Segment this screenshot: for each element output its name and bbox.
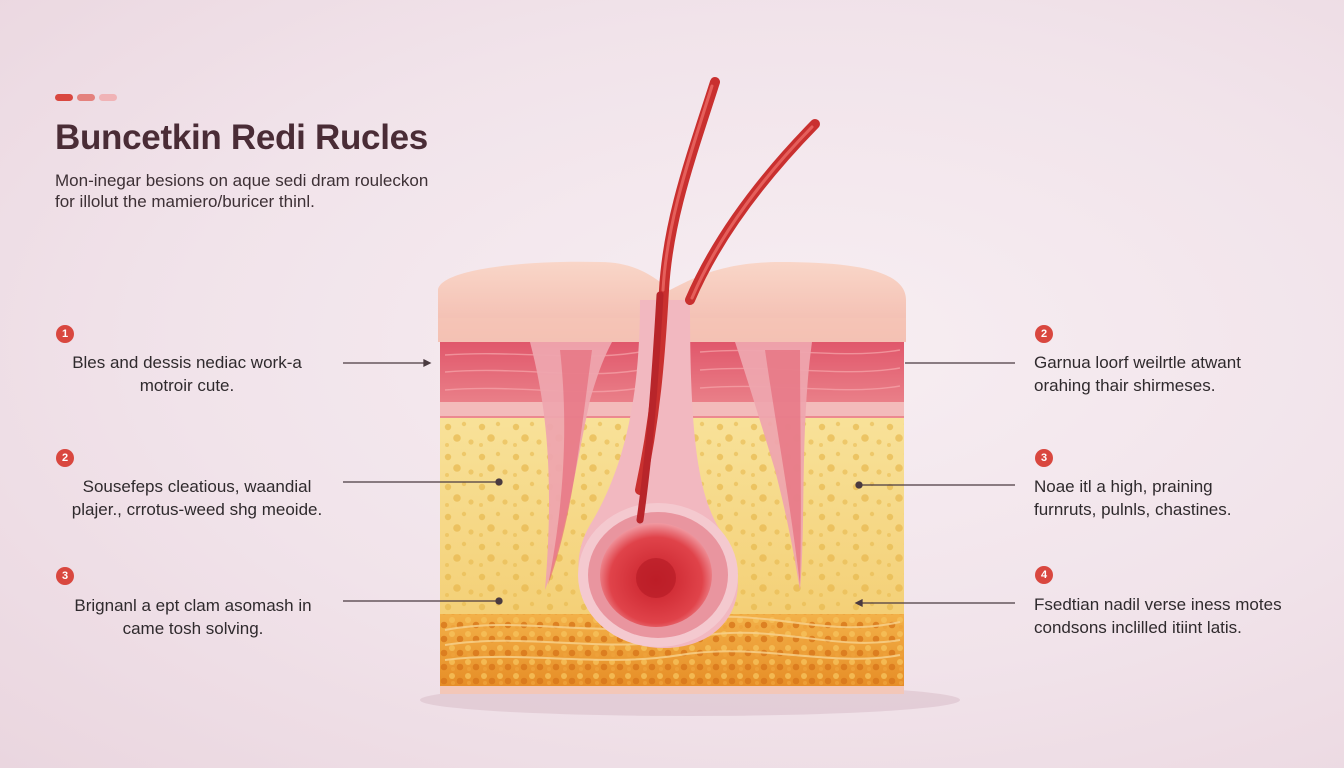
left-badge-1: 1 [56,325,74,343]
right-label-1-line-1: Garnua loorf weilrtle atwant [1034,353,1241,372]
right-label-2: Noae itl a high, praining furnruts, puln… [1034,475,1231,521]
right-badge-3: 4 [1035,566,1053,584]
subtitle-line-1: Mon-inegar besions on aque sedi dram rou… [55,171,429,190]
page-subtitle: Mon-inegar besions on aque sedi dram rou… [55,170,495,212]
pointer-left-2-dot [495,478,503,486]
right-label-3-line-2: condsons inclilled itiint latis. [1034,618,1242,637]
left-label-1: Bles and dessis nediac work-a motroir cu… [62,351,312,397]
left-label-3-line-2: came tosh solving. [122,619,264,638]
left-label-3: Brignanl a ept clam asomash in came tosh… [58,594,328,640]
right-badge-2: 3 [1035,449,1053,467]
pointer-lines [343,358,1015,608]
pointer-right-2-dot [855,481,863,489]
pointer-left-1-head [423,358,432,368]
right-label-3-line-1: Fsedtian nadil verse iness motes [1034,595,1282,614]
pointer-left-3-dot [495,597,503,605]
hair-root [636,291,664,524]
left-badge-3: 3 [56,567,74,585]
accent-dot-1 [55,94,73,101]
left-label-1-line-2: motroir cute. [139,376,235,395]
right-badge-1: 2 [1035,325,1053,343]
right-label-1: Garnua loorf weilrtle atwant orahing tha… [1034,351,1241,397]
right-fold-core [765,350,801,585]
left-fold-core [548,350,592,585]
left-label-2-line-1: Sousefeps cleatious, waandial [82,477,312,496]
accent-dot-3 [99,94,117,101]
subtitle-line-2: for illolut the mamiero/buricer thinl. [55,192,315,211]
left-label-2: Sousefeps cleatious, waandial plajer., c… [52,475,342,521]
left-badge-2: 2 [56,449,74,467]
accent-dot-2 [77,94,95,101]
right-label-2-line-2: furnruts, pulnls, chastines. [1034,500,1232,519]
accent-dots [55,94,117,101]
right-label-2-line-1: Noae itl a high, praining [1034,477,1213,496]
dermal-papilla [636,558,676,598]
base-bottom-edge [440,686,904,694]
left-label-1-line-1: Bles and dessis nediac work-a [72,353,302,372]
hair-shaft-right-highlight [690,125,814,300]
left-label-2-line-2: plajer., crrotus-weed shg meoide. [71,500,323,519]
hair-shaft-left-highlight [661,84,714,292]
left-label-3-line-1: Brignanl a ept clam asomash in [74,596,312,615]
right-label-1-line-2: orahing thair shirmeses. [1034,376,1216,395]
page-title: Buncetkin Redi Rucles [55,118,428,157]
right-label-3: Fsedtian nadil verse iness motes condson… [1034,593,1282,639]
pointer-right-3-head [854,598,863,608]
